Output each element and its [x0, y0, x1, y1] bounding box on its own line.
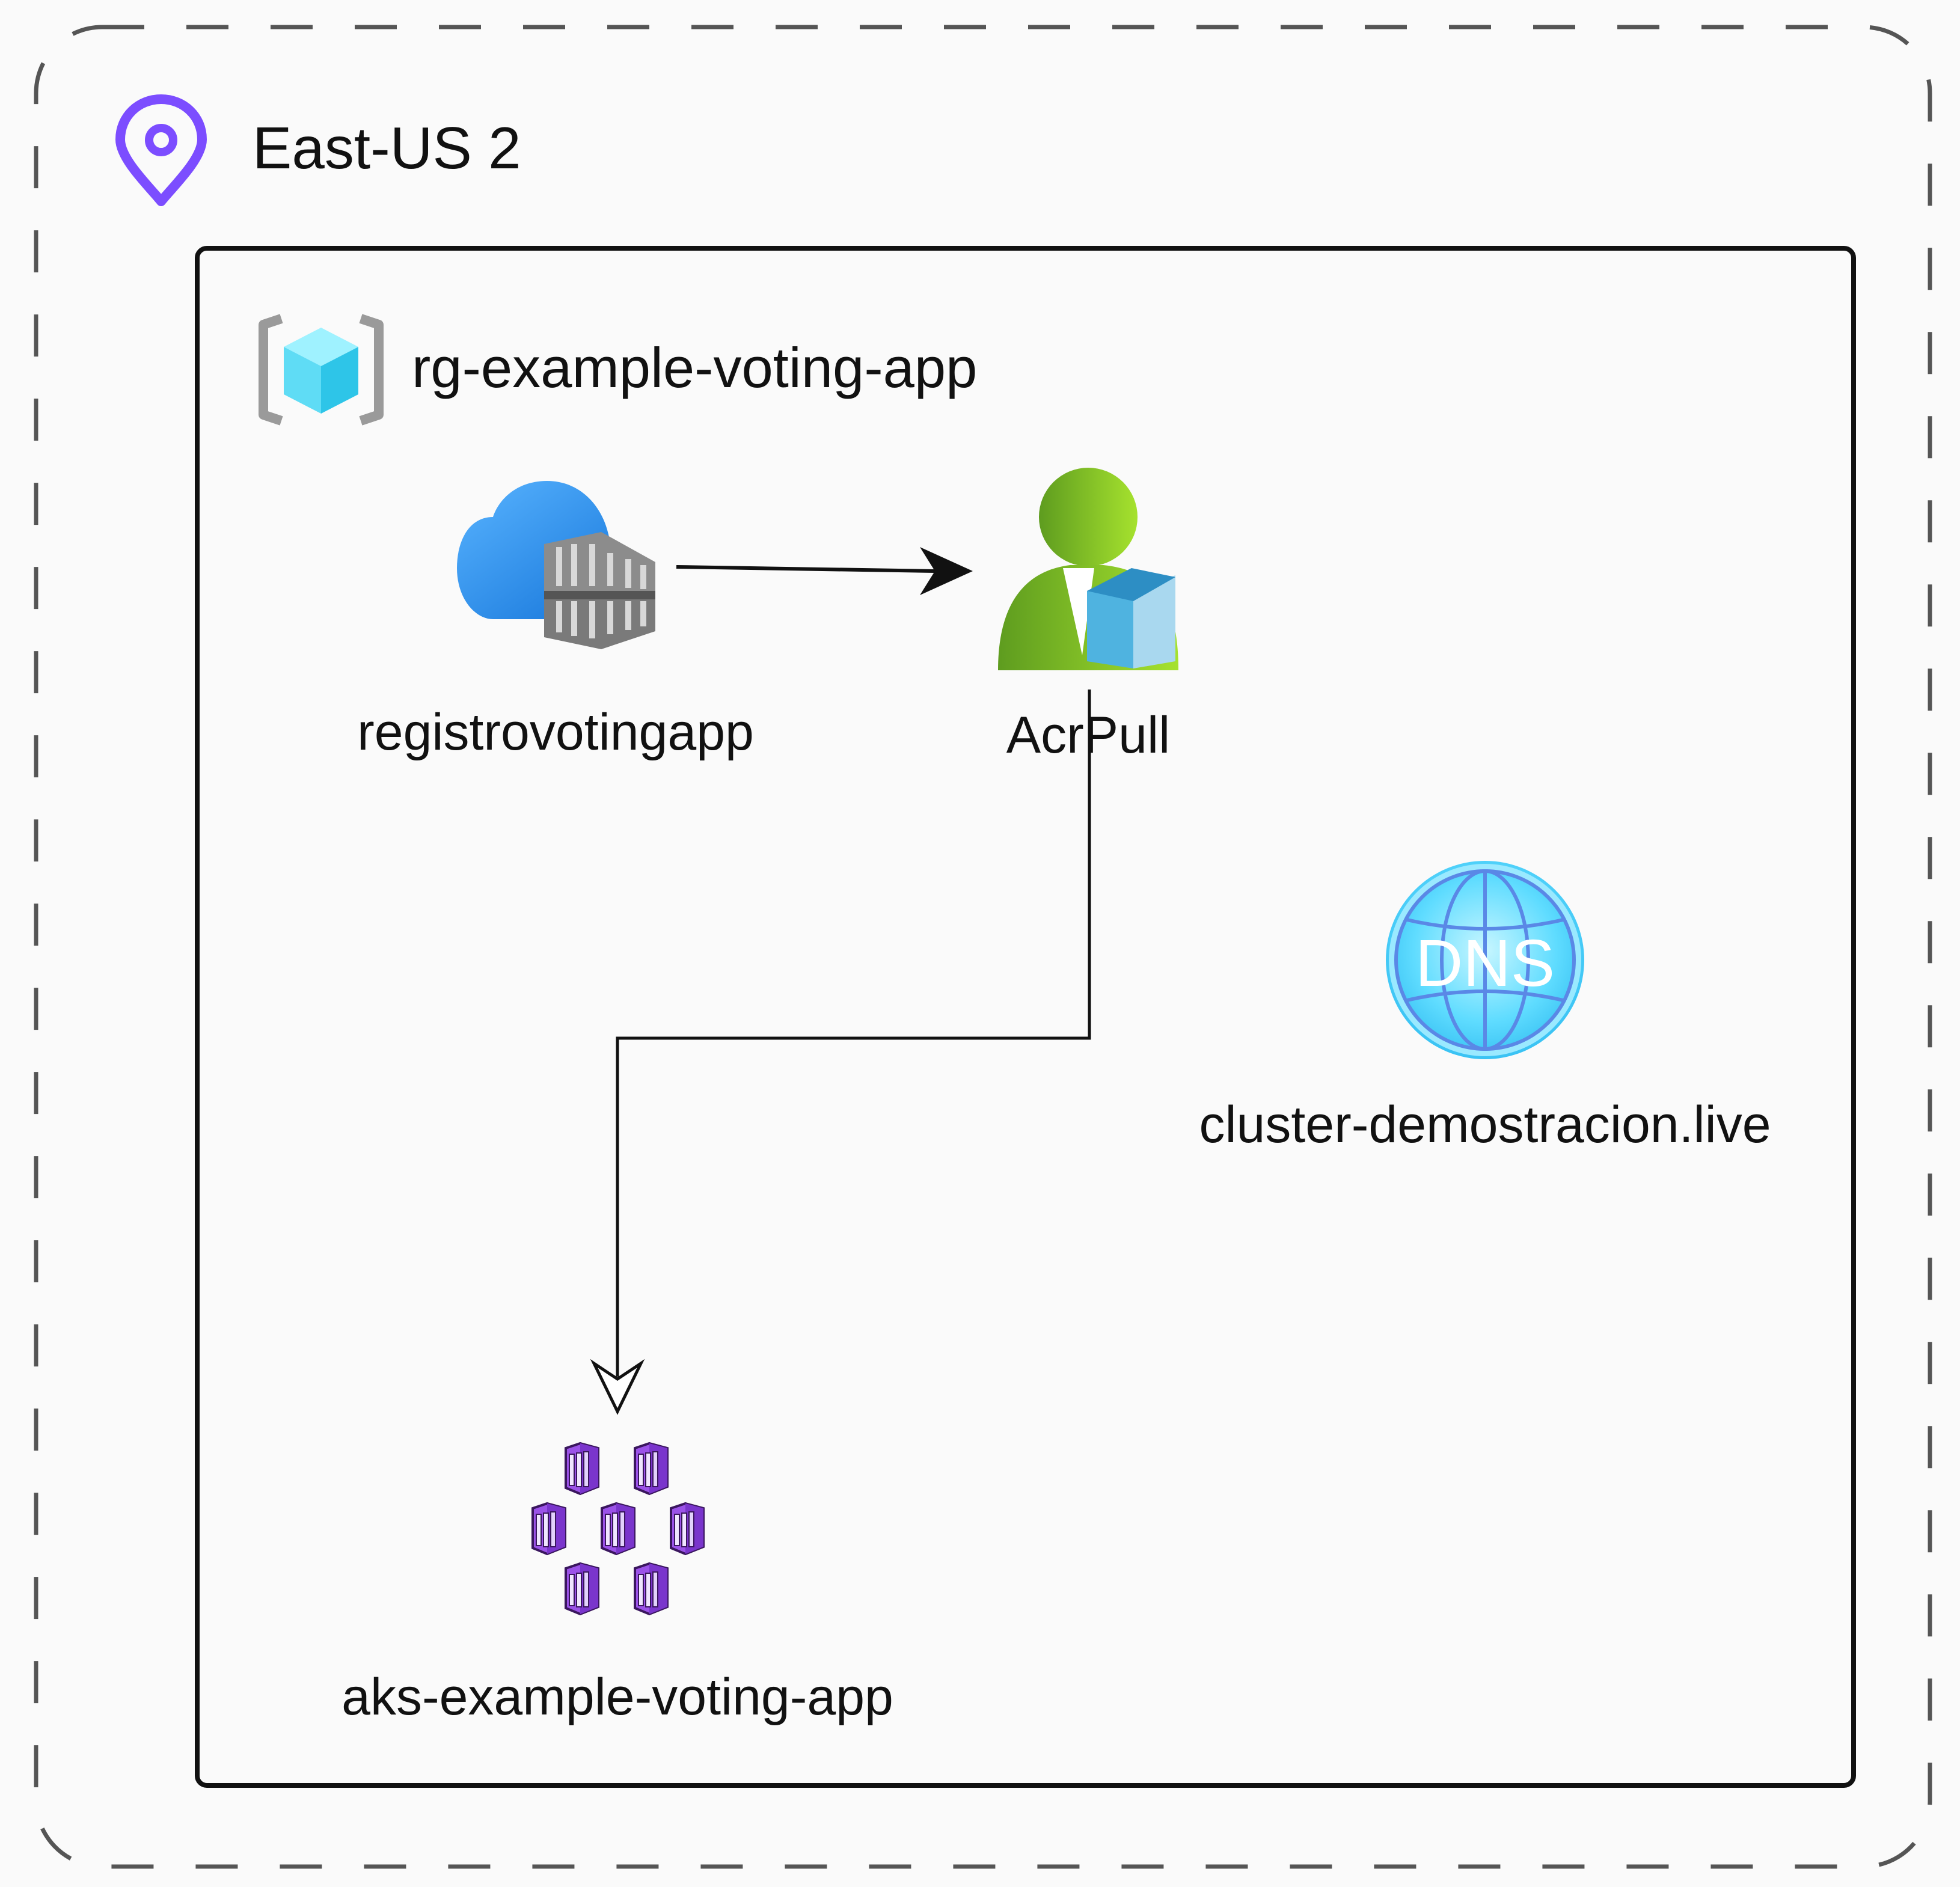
resource-group-label: rg-example-voting-app — [412, 336, 978, 399]
user-role-icon — [998, 468, 1178, 670]
dns-icon-text: DNS — [1415, 926, 1555, 1000]
aks-label: aks-example-voting-app — [341, 1668, 893, 1726]
edge-acrpull-to-aks — [590, 690, 1091, 1415]
dns-zone-icon: DNS — [1386, 861, 1584, 1059]
kubernetes-service-icon — [531, 1442, 705, 1615]
resource-group-boundary — [195, 246, 1856, 1788]
region-boundary — [34, 25, 1932, 1869]
container-registry-icon — [457, 481, 655, 649]
edge-registry-to-acrpull — [676, 547, 973, 595]
dns-label: cluster-demostracion.live — [1199, 1096, 1771, 1154]
region-label: East-US 2 — [253, 115, 521, 181]
resource-group-icon — [259, 314, 384, 426]
location-pin-icon — [115, 94, 207, 206]
role-label: AcrPull — [1006, 706, 1171, 764]
registry-label: registrovotingapp — [357, 703, 754, 761]
